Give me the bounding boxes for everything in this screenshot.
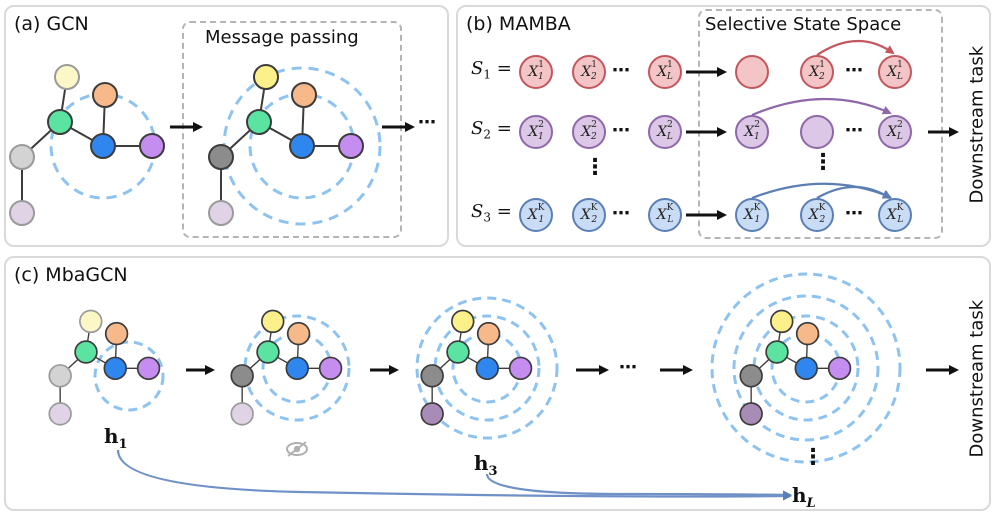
mbagcn-graph-hL [710,272,902,464]
seq-label-s3: S3 = [471,201,512,225]
panel-mbagcn-title: (c) MbaGCN [14,264,128,286]
row1-ellipsis: ⋯ [612,60,631,81]
hL-label: hL [792,483,816,511]
message-passing-box [182,21,402,238]
ssm-token-s2-2 [800,115,834,149]
h3-label: h3 [474,451,498,479]
ssm-row2-ellipsis: ⋯ [845,120,864,141]
selective-state-space-box [698,9,943,239]
mbagcn-vdots: ⋮ [802,445,825,470]
panel-gcn-title: (a) GCN [14,13,89,35]
ssm-rows-vdots: ⋮ [812,150,835,175]
mbagcn-ellipsis: ⋯ [619,357,638,378]
seq-label-s1: S1 = [471,58,512,82]
ssm-curve-row3b [816,185,892,200]
seq-label-s2: S2 = [471,118,512,142]
ssm-curve-row2 [751,97,892,117]
message-passing-label: Message passing [205,27,359,48]
selective-state-space-label: Selective State Space [705,14,902,35]
rows-vdots: ⋮ [584,155,607,180]
eye-icon [286,441,308,457]
gcn-graph-input [9,64,165,226]
ssm-token-s1-1 [735,55,769,89]
panel-mbagcn [4,256,991,511]
mbagcn-graph-h2 [230,309,351,426]
row2-ellipsis: ⋯ [612,120,631,141]
panel-mamba-title: (b) MAMBA [466,13,571,35]
ssm-row1-ellipsis: ⋯ [845,60,864,81]
mbagcn-graph-h1 [48,309,165,426]
gcn-graph-passing [208,64,382,226]
ssm-curve-row1 [816,39,895,56]
ssm-row3-ellipsis: ⋯ [845,203,864,224]
gcn-ellipsis: ⋯ [418,112,437,133]
h1-label: h1 [104,424,128,452]
skip-curve-h1 [116,449,792,501]
skip-curve-h3 [485,473,792,500]
row3-ellipsis: ⋯ [612,203,631,224]
mbagcn-graph-h3 [415,296,559,440]
